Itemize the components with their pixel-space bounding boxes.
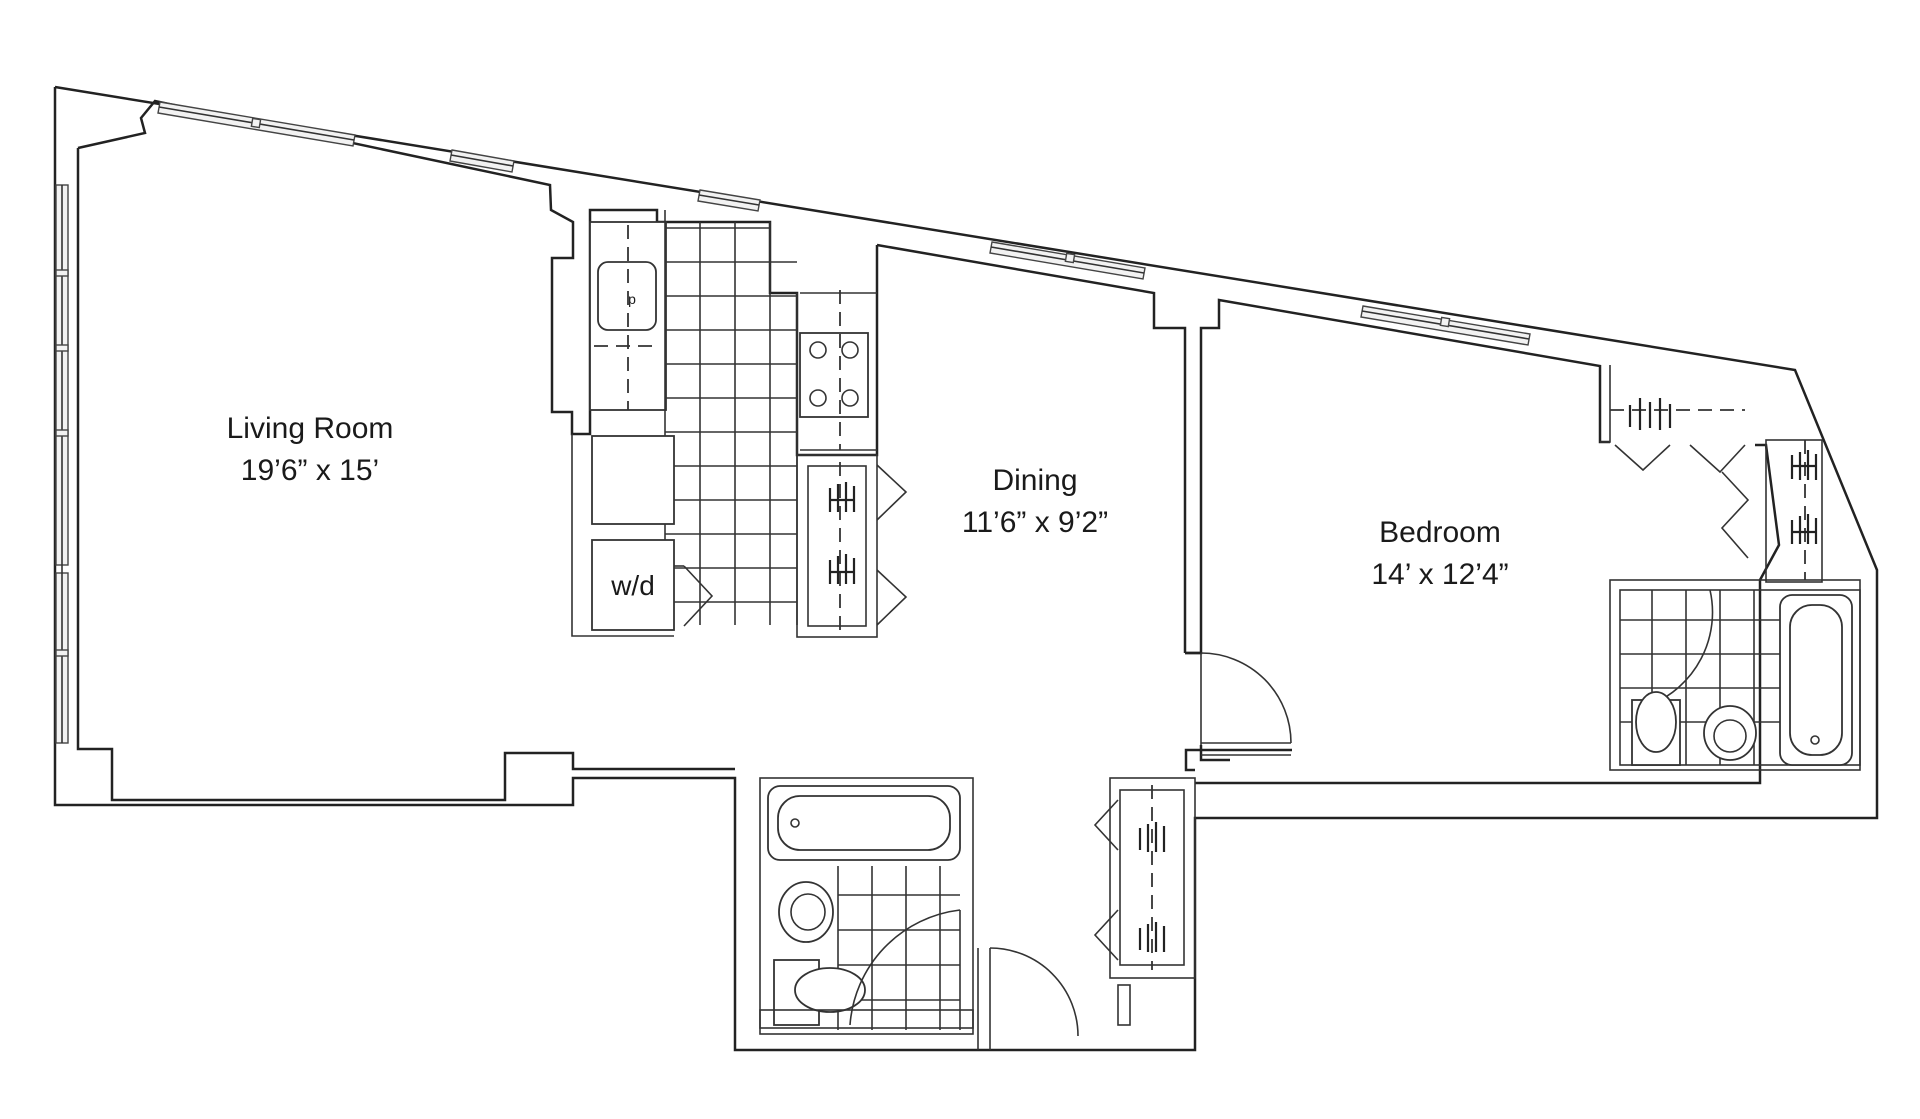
living-room-dimensions: 19’6” x 15’ [241,454,379,487]
dining-closet [796,454,908,638]
exterior-walls [53,85,1879,1052]
bedroom-door [1200,652,1292,756]
dining-dimensions: 11’6” x 9’2” [962,506,1108,539]
bedroom-name: Bedroom [1379,516,1501,549]
master-bath [1609,579,1861,771]
entry-door [977,947,1079,1050]
dining-name: Dining [992,464,1077,497]
kitchen [571,210,877,637]
living-room-name: Living Room [227,412,394,445]
windows [55,101,1531,744]
washer-dryer-label: w/d [610,570,655,601]
stove [799,332,869,418]
hall-closet [1093,777,1196,1026]
kitchen-sink [597,261,657,331]
bedroom-closet [1600,365,1823,583]
sink-hall [778,881,834,943]
washer-dryer [591,539,675,631]
closet-hangers [828,398,1818,952]
dishwasher [591,435,675,525]
bedroom-dimensions: 14’ x 12’4” [1371,558,1508,591]
sink-mark: p [628,291,636,307]
kitchen-floor-tiles [664,210,798,625]
hall-bath [759,777,974,1035]
